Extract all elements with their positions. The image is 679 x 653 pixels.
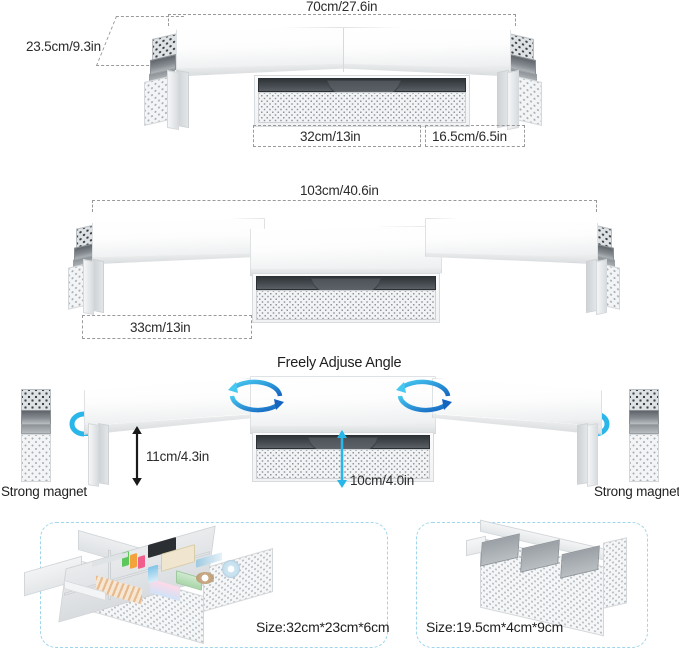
leg-right-extended [596, 258, 607, 316]
section-adjustable-angle: Freely Adjuse Angle Strong magnet Strong… [0, 350, 679, 510]
leg-left-extended [83, 258, 94, 316]
dim-box-drawer-width-compact [253, 125, 421, 147]
leg-right-compact [507, 69, 519, 131]
magnet-left-dot-cap [21, 389, 51, 411]
leg-left-angled [88, 423, 99, 487]
leg-left-inner-angled [98, 423, 109, 485]
dim-box-side-width-compact [425, 125, 525, 147]
height-arrow-deck-icon [132, 426, 142, 486]
drawer-front-compact [258, 92, 466, 123]
drawer-front-extended [256, 290, 436, 320]
dim-label-width-compact: 70cm/27.6in [306, 0, 378, 14]
dim-label-depth-compact: 23.5cm/9.3in [26, 39, 101, 54]
section-extended-configuration: 103cm/40.6in 33cm/13in [0, 170, 679, 350]
dim-box-wing-width-extended [82, 315, 252, 339]
magnet-left-slot2 [21, 424, 51, 434]
tray-item-washi-tape [196, 572, 214, 584]
deck-center-extended [250, 226, 442, 274]
accessory-label-holder: Size:19.5cm*4cm*9cm [426, 619, 564, 635]
tray-item-highlighter-orange [130, 552, 137, 570]
angle-section-title: Freely Adjuse Angle [277, 355, 402, 371]
dim-label-width-extended: 103cm/40.6in [300, 183, 379, 198]
tray-item-tape-roll [222, 560, 240, 578]
magnet-right-slot2 [629, 424, 659, 434]
accessory-label-tray: Size:32cm*23cm*6cm [256, 619, 390, 635]
section-compact-configuration: 70cm/27.6in 23.5cm/9.3in [0, 0, 679, 170]
holder-right-wall [603, 537, 627, 609]
height-label-drawer: 10cm/4.0in [350, 473, 415, 488]
deck-seam-compact [343, 28, 344, 72]
dim-bracket-width-extended [92, 200, 597, 212]
magnet-left-slot [21, 410, 51, 425]
leg-right-angled [587, 423, 598, 487]
magnet-left-perf-body [21, 434, 51, 482]
tray-item-highlighter-pink [138, 554, 145, 570]
right-organizer-perf-compact [516, 75, 542, 127]
leg-left-compact [167, 69, 179, 131]
height-arrow-drawer-icon [337, 430, 347, 488]
magnet-right-perf-body [629, 434, 659, 482]
rotation-arrow-right-icon [396, 379, 452, 413]
rotation-arrow-left-icon [228, 379, 284, 413]
section-accessories: Size:32cm*23cm*6cm Size:19.5cm*4cm*9cm [0, 510, 679, 653]
leg-left-inner-extended [93, 258, 104, 314]
tray-item-glue-stick [148, 564, 158, 584]
magnet-right-slot [629, 410, 659, 425]
dim-bracket-width-compact [168, 14, 516, 26]
dim-label-wing-width-extended: 33cm/13in [130, 320, 191, 335]
deck-right-compact [343, 27, 511, 71]
magnet-right-label: Strong magnet [594, 484, 679, 499]
magnet-right-dot-cap [629, 389, 659, 411]
dim-label-side-width-compact: 16.5cm/6.5in [432, 129, 507, 144]
magnet-left-label: Strong magnet [1, 484, 87, 499]
dim-label-drawer-width-compact: 32cm/13in [300, 129, 361, 144]
height-label-deck: 11cm/4.3in [146, 449, 210, 464]
